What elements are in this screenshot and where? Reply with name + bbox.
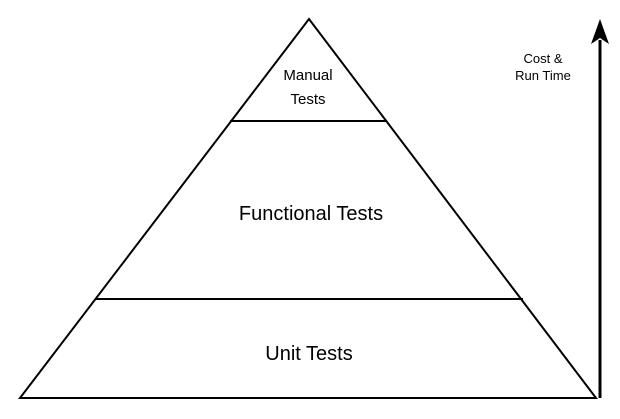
cost-label-line2: Run Time (515, 68, 571, 83)
manual-tests-label-line2: Tests (290, 91, 325, 108)
cost-label-line1: Cost & (523, 51, 562, 66)
functional-tests-label: Functional Tests (239, 203, 383, 225)
manual-tests-label-line1: Manual (283, 67, 332, 84)
unit-tests-label: Unit Tests (265, 343, 352, 365)
pyramid-outline (17, 17, 599, 399)
cost-arrow-head-icon (591, 19, 609, 44)
